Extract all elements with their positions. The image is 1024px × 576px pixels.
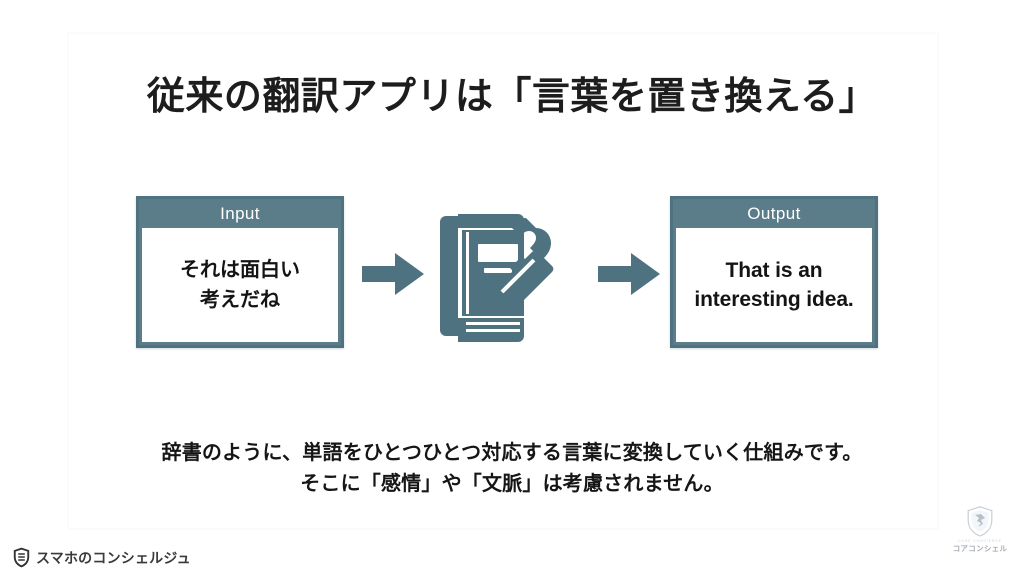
corporate-logo-name: コアコンシェル: [952, 544, 1008, 553]
shield-logo-icon: [13, 547, 30, 568]
output-box-header: Output: [673, 199, 875, 228]
translation-flow-diagram: Input それは面白い 考えだね: [0, 196, 1024, 356]
channel-watermark: スマホのコンシェルジュ: [13, 547, 191, 568]
arrow-right-icon: [362, 253, 424, 295]
dictionary-book-with-stamp-icon: [440, 214, 554, 342]
output-box-text: That is an interesting idea.: [688, 256, 859, 314]
corporate-logo-tagline: CORE CONCIERGE: [958, 539, 1002, 543]
caption-line-2: そこに「感情」や「文脈」は考慮されません。: [300, 473, 724, 495]
shield-logo-icon: [967, 506, 993, 537]
arrow-right-icon: [598, 253, 660, 295]
page-title: 従来の翻訳アプリは「言葉を置き換える」: [146, 76, 878, 118]
input-box: Input それは面白い 考えだね: [136, 196, 344, 348]
output-box-body: That is an interesting idea.: [676, 228, 872, 342]
input-box-body: それは面白い 考えだね: [142, 228, 338, 342]
input-box-header: Input: [139, 199, 341, 228]
input-text-line-1: それは面白い: [180, 259, 300, 281]
output-text-line-1: That is an: [725, 259, 823, 282]
corporate-logo: CORE CONCIERGE コアコンシェル: [950, 506, 1010, 554]
output-text-line-2: interesting idea.: [694, 288, 854, 311]
caption-line-1: 辞書のように、単語をひとつひとつ対応する言葉に変換していく仕組みです。: [161, 442, 863, 464]
channel-watermark-label: スマホのコンシェルジュ: [36, 549, 191, 566]
output-box: Output That is an interesting idea.: [670, 196, 878, 348]
input-box-text: それは面白い 考えだね: [174, 255, 306, 315]
caption-block: 辞書のように、単語をひとつひとつ対応する言葉に変換していく仕組みです。 そこに「…: [0, 438, 1024, 500]
input-text-line-2: 考えだね: [200, 289, 280, 311]
